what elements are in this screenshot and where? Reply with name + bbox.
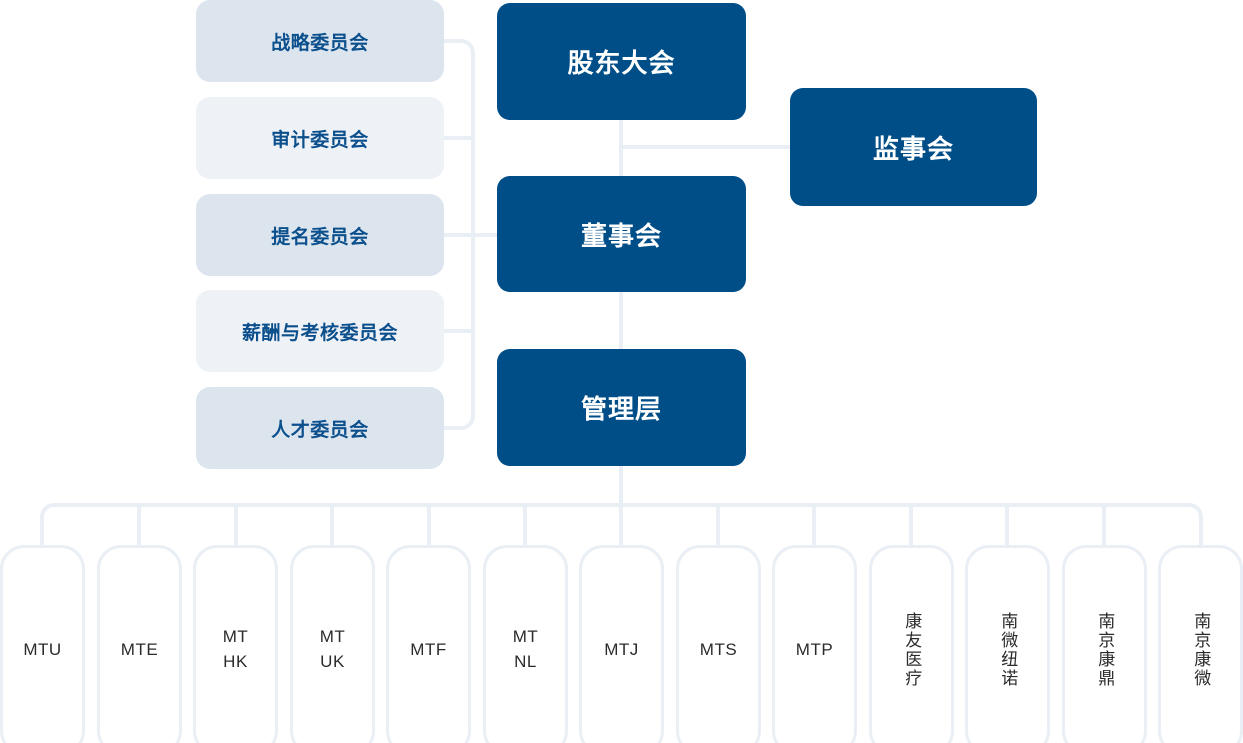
node-subsidiary-mtnl-label: MT NL xyxy=(512,627,539,671)
node-board-of-directors[interactable]: 董事会 xyxy=(497,176,746,292)
node-subsidiary-mtu[interactable]: MTU xyxy=(0,545,85,743)
node-subsidiary-nanjing-kangding[interactable]: 南京康鼎 xyxy=(1062,545,1147,743)
node-subsidiary-mtu-label: MTU xyxy=(23,639,62,659)
node-board-of-supervisors-label: 监事会 xyxy=(872,133,954,164)
node-board-of-directors-label: 董事会 xyxy=(580,220,662,251)
node-shareholders-meeting-label: 股东大会 xyxy=(567,48,676,78)
node-management-label: 管理层 xyxy=(580,394,662,424)
node-committee-talent[interactable]: 人才委员会 xyxy=(196,387,444,469)
node-shareholders-meeting[interactable]: 股东大会 xyxy=(497,3,746,120)
node-subsidiary-mtp[interactable]: MTP xyxy=(772,545,857,743)
node-committee-nomination[interactable]: 提名委员会 xyxy=(196,194,444,276)
node-subsidiary-kangyou-medical-label: 康友医疗 xyxy=(902,612,922,688)
connector-subsidiary-bus xyxy=(40,503,1203,545)
node-board-of-supervisors[interactable]: 监事会 xyxy=(790,88,1037,206)
node-committee-remuneration-label: 薪酬与考核委员会 xyxy=(241,322,398,344)
node-subsidiary-mtj-label: MTJ xyxy=(604,639,639,659)
node-committee-strategy-label: 战略委员会 xyxy=(271,32,369,54)
node-subsidiary-mthk-label: MT HK xyxy=(222,627,249,671)
node-committee-remuneration[interactable]: 薪酬与考核委员会 xyxy=(196,290,444,372)
node-subsidiary-mte-label: MTE xyxy=(120,639,159,659)
node-subsidiary-mtf-label: MTF xyxy=(410,639,447,659)
node-subsidiary-mtj[interactable]: MTJ xyxy=(579,545,664,743)
node-subsidiary-mthk[interactable]: MT HK xyxy=(193,545,278,743)
node-subsidiary-mtf[interactable]: MTF xyxy=(386,545,471,743)
node-committee-talent-label: 人才委员会 xyxy=(271,419,369,441)
node-subsidiary-mts-label: MTS xyxy=(699,639,738,659)
node-subsidiary-mtnl[interactable]: MT NL xyxy=(483,545,568,743)
node-subsidiary-mtuk[interactable]: MT UK xyxy=(290,545,375,743)
node-subsidiary-mtp-label: MTP xyxy=(795,639,834,659)
node-subsidiary-mte[interactable]: MTE xyxy=(97,545,182,743)
node-subsidiary-nanwei-niuluo-label: 南微纽诺 xyxy=(998,612,1018,688)
node-management[interactable]: 管理层 xyxy=(497,349,746,466)
node-subsidiary-nanwei-niuluo[interactable]: 南微纽诺 xyxy=(965,545,1050,743)
node-subsidiary-mts[interactable]: MTS xyxy=(676,545,761,743)
node-committee-audit-label: 审计委员会 xyxy=(271,129,369,151)
node-subsidiary-nanjing-kangwei[interactable]: 南京康微 xyxy=(1158,545,1243,743)
node-subsidiary-kangyou-medical[interactable]: 康友医疗 xyxy=(869,545,954,743)
node-subsidiary-mtuk-label: MT UK xyxy=(319,627,346,671)
node-committee-strategy[interactable]: 战略委员会 xyxy=(196,0,444,82)
node-subsidiary-nanjing-kangding-label: 南京康鼎 xyxy=(1095,612,1115,688)
node-committee-audit[interactable]: 审计委员会 xyxy=(196,97,444,179)
connector-committee-rail xyxy=(443,39,475,430)
node-subsidiary-nanjing-kangwei-label: 南京康微 xyxy=(1191,612,1211,688)
node-committee-nomination-label: 提名委员会 xyxy=(271,226,369,248)
